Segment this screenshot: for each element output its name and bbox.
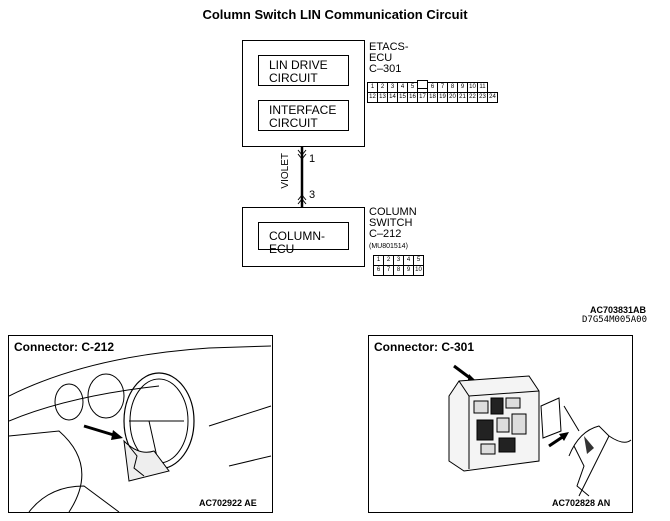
connector-mark-top: [297, 149, 307, 160]
ref-code-1: AC703831AB: [590, 305, 647, 315]
steering-column-illustration: [9, 345, 272, 512]
connector-mark-bottom: [297, 194, 307, 205]
etacs-ecu-box: [242, 40, 365, 147]
connector-pin: 10: [413, 265, 424, 276]
ref-code-2: D7G54M005A00: [582, 315, 648, 325]
wire-color-label: VIOLET: [280, 153, 291, 189]
panel-code-c212: AC702922 AE: [199, 498, 257, 508]
connector-c301-panel: Connector: C-301 AC702828 AN: [368, 335, 633, 513]
column-switch-label: COLUMN SWITCH C–212: [369, 206, 417, 240]
part-number: (MU801514): [369, 243, 408, 250]
lin-drive-circuit: LIN DRIVE CIRCUIT: [258, 55, 349, 86]
column-switch-box: [242, 207, 365, 267]
panel-title-c212: Connector: C-212: [14, 340, 115, 354]
etacs-ecu-illustration: [448, 364, 632, 497]
panel-title-c301: Connector: C-301: [374, 340, 475, 354]
panel-code-c301: AC702828 AN: [552, 498, 611, 508]
etacs-ecu-label: ETACS- ECU C–301: [369, 41, 409, 75]
pin-number-top: 1: [309, 153, 316, 165]
interface-circuit: INTERFACE CIRCUIT: [258, 100, 349, 131]
connector-c212-panel: Connector: C-212 AC702922 AE: [8, 335, 273, 513]
diagram-title: Column Switch LIN Communication Circuit: [202, 7, 468, 22]
pin-number-bottom: 3: [309, 189, 316, 201]
connector-pin: 24: [487, 92, 498, 103]
column-ecu-block: COLUMN-ECU: [258, 222, 349, 256]
